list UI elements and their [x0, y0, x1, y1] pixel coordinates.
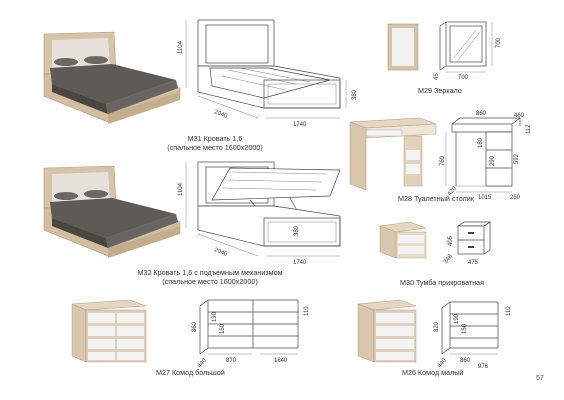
caption-m32: М32 Кровать 1,6 с подъемным механизмом (…: [110, 268, 310, 286]
caption-m29: М29 Зеркало: [418, 86, 462, 95]
caption-m26: М26 Комод малый: [402, 368, 464, 377]
caption-m32-subtitle: (спальное место 1600х2000): [162, 277, 258, 286]
m29-height-dim: 700: [496, 37, 502, 48]
m30-width-dim: 475: [468, 260, 479, 266]
m26-d2-dim: 150: [462, 323, 468, 334]
m27-d2-dim: 150: [220, 323, 226, 334]
m28-width-dim: 1015: [478, 195, 492, 201]
caption-m31-subtitle: (спальное место 1600х2000): [167, 143, 263, 152]
m28-toph-dim: 112: [526, 124, 532, 134]
m29-width-dim: 700: [458, 75, 469, 81]
m32-height-dim: 1104: [178, 182, 184, 196]
m27-height-dim: 860: [192, 321, 198, 332]
m31-depth-dim: 2040: [213, 109, 228, 120]
m26-w1-dim: 860: [460, 358, 471, 364]
m27-width-dim: 1840: [274, 358, 288, 364]
m28-d2-dim: 290: [490, 155, 496, 166]
m31-leg-dim: 380: [352, 89, 358, 100]
bedside-m30: [379, 221, 492, 259]
m28-height-dim: 760: [440, 155, 446, 166]
m26-side-dim: 440: [437, 357, 448, 369]
page-number: 57: [536, 375, 544, 382]
m28-depth-dim: 460: [514, 113, 525, 119]
caption-m31: М31 Кровать 1,6 (спальное место 1600х200…: [140, 134, 290, 152]
dimension-labels: 1104 2040 1740 380 1104 2040 1740 380 70…: [178, 37, 532, 370]
m26-height-dim: 820: [434, 321, 440, 332]
m27-side-dim: 440: [197, 357, 208, 369]
bed-m32-photo: [43, 165, 181, 258]
m28-d1-dim: 180: [478, 137, 484, 148]
m27-d1-dim: 190: [212, 311, 218, 322]
m32-leg-dim: 380: [294, 225, 300, 236]
m26-width-dim: 976: [478, 364, 489, 370]
bed-m32-drawing: [185, 161, 341, 257]
m32-depth-dim: 2040: [213, 247, 228, 258]
m30-depth-dim: 348: [443, 253, 454, 265]
caption-m28: М28 Туалетный столик: [398, 194, 474, 203]
m26-top-dim: 110: [506, 306, 512, 316]
m28-d3-dim: 592: [514, 153, 520, 164]
caption-m27: М27 Комод большой: [156, 368, 225, 377]
caption-m32-title: М32 Кровать 1,6 с подъемным механизмом: [137, 268, 283, 277]
m27-top-dim: 110: [304, 306, 310, 316]
m29-depth-dim: 45: [434, 73, 440, 80]
m28-side-dim: 420: [447, 185, 458, 197]
bed-m31-drawing: [185, 19, 347, 119]
m32-width-dim: 1740: [293, 260, 307, 266]
m28-drawer-dim: 250: [510, 195, 521, 201]
mirror-m29: [387, 21, 493, 73]
m28-topw-dim: 860: [476, 111, 487, 117]
m31-width-dim: 1740: [293, 122, 307, 128]
m27-w1-dim: 870: [226, 358, 237, 364]
chest-m26: [357, 299, 499, 363]
bed-m31-photo: [43, 31, 181, 124]
caption-m31-title: М31 Кровать 1,6: [187, 134, 243, 143]
chest-m27: [71, 299, 299, 363]
m26-d1-dim: 190: [454, 313, 460, 324]
caption-m30: М30 Тумба прикроватная: [400, 278, 485, 287]
m31-height-dim: 1104: [178, 40, 184, 54]
m30-height-dim: 405: [448, 235, 454, 246]
dressing-table-m28: [349, 117, 521, 193]
